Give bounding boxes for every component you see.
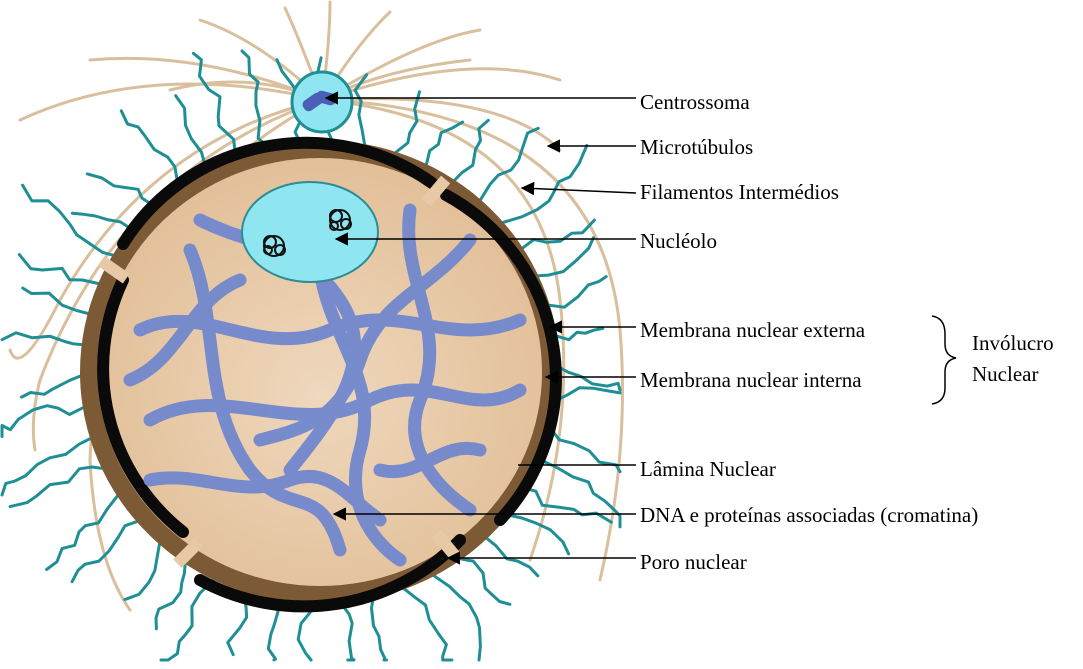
intermediate-filament-strand (558, 388, 620, 400)
intermediate-filament-strand (523, 220, 595, 248)
label-envelope-group-line2: Nuclear (972, 362, 1038, 386)
label-chromatin: DNA e proteínas associadas (cromatina) (640, 503, 978, 527)
label-nuclear-lamina: Lâmina Nuclear (640, 457, 776, 481)
leader-filamentos (522, 188, 636, 193)
intermediate-filament-strand (156, 564, 185, 629)
intermediate-filament-strand (2, 406, 83, 437)
envelope-brace (932, 316, 956, 404)
intermediate-filament-strand (23, 185, 113, 255)
intermediate-filament-strand (341, 603, 354, 660)
intermediate-filament-strand (125, 544, 159, 599)
intermediate-filament-strand (434, 576, 480, 660)
label-inner-nuclear-membrane: Membrana nuclear interna (640, 368, 862, 392)
intermediate-filament-strand (121, 111, 178, 185)
label-nucleolus: Nucléolo (640, 229, 717, 253)
label-outer-nuclear-membrane: Membrana nuclear externa (640, 318, 865, 342)
intermediate-filament-strand (10, 467, 102, 507)
label-nuclear-pore: Poro nuclear (640, 550, 747, 574)
intermediate-filament-strand (527, 489, 611, 522)
intermediate-filament-strand (242, 51, 267, 146)
intermediate-filament-strand (22, 376, 81, 397)
label-envelope-group-line1: Invólucro (972, 331, 1054, 355)
intermediate-filament-strand (427, 122, 463, 164)
nucleolus (242, 182, 378, 282)
intermediate-filament-strand (372, 598, 387, 660)
intermediate-filament-strand (87, 174, 153, 206)
label-centrosome: Centrossoma (640, 90, 750, 114)
label-intermediate-filaments: Filamentos Intermédios (640, 180, 839, 204)
intermediate-filament-strand (161, 580, 214, 660)
label-microtubules: Microtúbulos (640, 135, 753, 159)
intermediate-filament-strand (455, 120, 489, 180)
intermediate-filament-strand (462, 559, 510, 604)
intermediate-filament-strand (405, 589, 452, 660)
